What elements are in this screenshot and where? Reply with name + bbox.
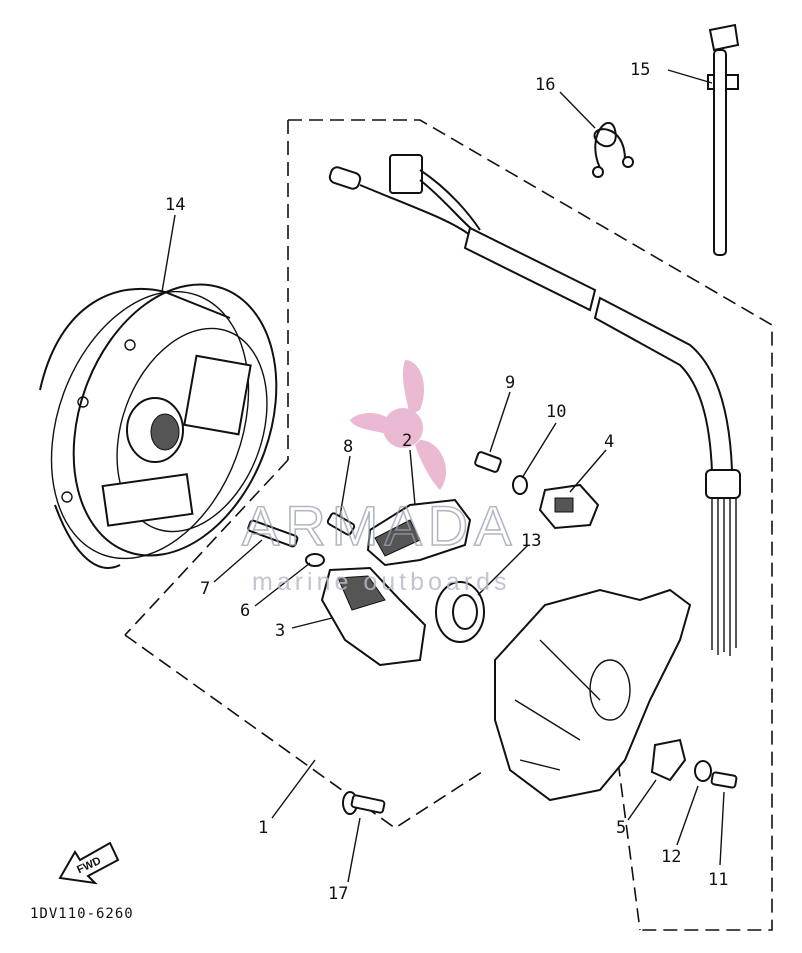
watermark-brand: ARMADA (242, 494, 518, 557)
bolt-washer-6-7 (247, 519, 325, 567)
charge-coil (326, 498, 472, 567)
flywheel-magneto (39, 283, 278, 569)
callout-labels: 1 2 3 4 5 6 7 8 9 10 11 12 13 14 15 16 1… (165, 60, 728, 904)
callout-3: 3 (275, 621, 285, 641)
callout-13: 13 (521, 531, 541, 551)
callout-15: 15 (630, 60, 650, 80)
callout-4: 4 (604, 432, 614, 452)
fwd-arrow: FWD (58, 841, 120, 885)
wire-harness (328, 154, 741, 656)
oil-seal (435, 581, 485, 643)
callout-2: 2 (402, 431, 412, 451)
callout-7: 7 (200, 579, 210, 599)
cable-tie (707, 23, 740, 256)
callout-17: 17 (328, 884, 348, 904)
callout-9: 9 (505, 373, 515, 393)
callout-11: 11 (708, 870, 728, 890)
callout-12: 12 (661, 847, 681, 867)
part-code: 1DV110-6260 (30, 906, 134, 922)
assembly-boundary (124, 119, 773, 931)
callout-8: 8 (343, 437, 353, 457)
propeller-icon (350, 360, 447, 490)
clamp-fasteners (650, 738, 738, 789)
callout-1: 1 (258, 818, 268, 838)
callout-6: 6 (240, 601, 250, 621)
screw-washer-9-10 (474, 451, 528, 495)
stator-base-plate (494, 588, 692, 802)
callout-16: 16 (535, 75, 555, 95)
pulser-coil (538, 483, 600, 530)
leader-lines (161, 69, 725, 883)
callout-14: 14 (165, 195, 185, 215)
watermark-logo (350, 360, 447, 490)
watermark-subtitle: marine outboards (252, 568, 511, 596)
screw-17 (342, 791, 386, 815)
callout-10: 10 (546, 402, 566, 422)
callout-5: 5 (616, 818, 626, 838)
wire-clip (592, 122, 634, 178)
source-coil (320, 566, 427, 667)
